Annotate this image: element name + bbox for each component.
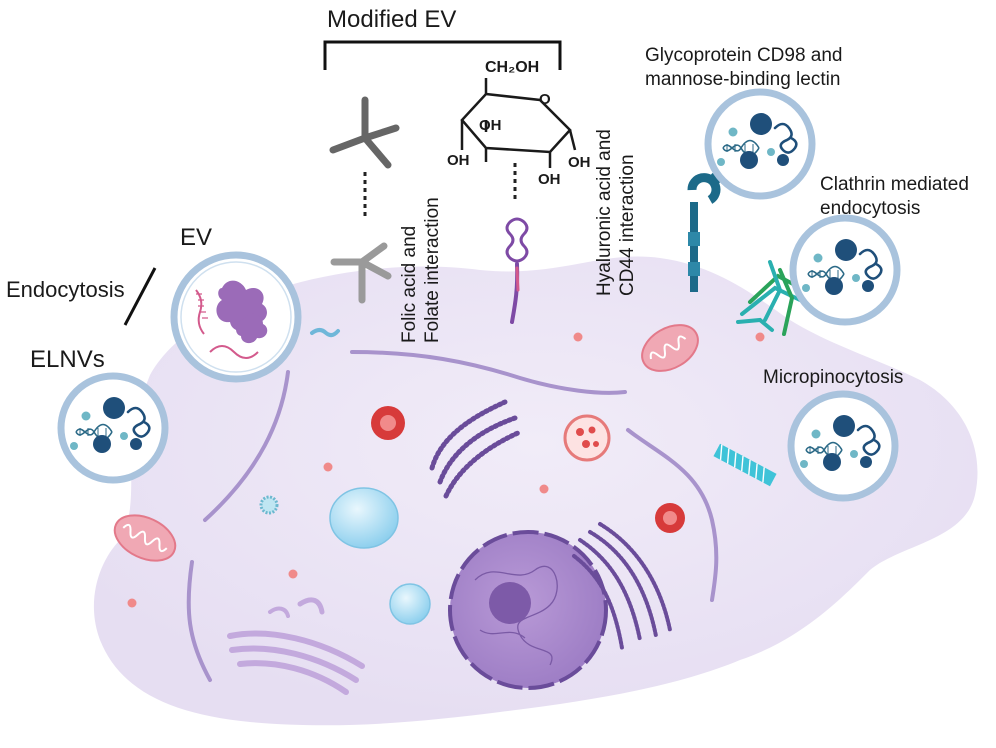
golgi-apparatus-center — [429, 399, 523, 499]
lysosome — [563, 414, 611, 462]
elnvs-vesicle — [57, 372, 169, 484]
endocytosis-divider — [123, 267, 157, 326]
glycoprotein-label-line2: mannose-binding lectin — [645, 69, 841, 90]
lipid-droplet-small — [389, 583, 431, 625]
micropinocytosis-label: Micropinocytosis — [763, 367, 904, 388]
lipid-droplet-large — [329, 487, 399, 549]
ch2oh-label: CH₂OH — [485, 59, 539, 76]
cell-body — [93, 256, 978, 726]
glycoprotein-label-line1: Glycoprotein CD98 and — [645, 45, 843, 66]
cytoskeleton-filament — [713, 443, 777, 487]
red-blood-cell-top — [371, 406, 405, 440]
cd98-vesicle — [704, 88, 816, 200]
folate-receptor-icon — [330, 242, 392, 304]
folic-acid-label: Folic acid and Folate interaction — [398, 197, 444, 343]
hyaluronic-acid-label-line2: CD44 interaction — [617, 154, 638, 296]
hyaluronic-acid-structure — [460, 78, 577, 168]
ev-vesicle — [170, 251, 302, 383]
folic-acid-label-line1: Folic acid and — [399, 225, 420, 343]
small-squiggle — [310, 328, 340, 338]
membrane-line-top — [350, 350, 627, 395]
clathrin-label-line1: Clathrin mediated — [820, 174, 969, 195]
mitochondrion-right — [641, 324, 699, 372]
folic-acid-ligand-icon — [329, 96, 400, 169]
ring-oxygen-label: O — [539, 91, 551, 108]
nucleus — [448, 530, 608, 690]
small-particles — [127, 332, 765, 608]
oh-label-3: OH — [568, 154, 591, 171]
micropinocytosis-vesicle — [787, 390, 899, 502]
glycoprotein-label: Glycoprotein CD98 and mannose-binding le… — [645, 44, 843, 92]
membrane-line-right — [626, 428, 719, 602]
red-blood-cell-right — [655, 503, 685, 533]
oh-label-4: OH — [538, 171, 561, 188]
oh-label-1: OH — [479, 117, 502, 134]
elnvs-label: ELNVs — [30, 346, 105, 373]
clathrin-label-line2: endocytosis — [820, 198, 921, 219]
hyaluronic-acid-label: Hyaluronic acid and CD44 interaction — [593, 129, 639, 296]
modified-ev-bracket — [323, 40, 562, 70]
membrane-line-lower-left — [186, 560, 212, 682]
membrane-line-left — [203, 370, 290, 522]
clathrin-label: Clathrin mediated endocytosis — [820, 173, 969, 221]
rough-er — [572, 522, 672, 650]
folic-acid-label-line2: Folate interaction — [422, 197, 443, 343]
small-vesicle — [259, 495, 279, 515]
hyaluronic-acid-label-line1: Hyaluronic acid and — [594, 129, 615, 296]
ev-label: EV — [180, 224, 213, 251]
modified-ev-label: Modified EV — [327, 6, 457, 33]
cd44-receptor-icon — [505, 217, 529, 324]
mitochondrion-left — [113, 514, 177, 562]
clathrin-vesicle — [789, 214, 901, 326]
golgi-apparatus-left — [227, 597, 365, 695]
oh-label-2: OH — [447, 152, 470, 169]
endocytosis-label: Endocytosis — [6, 277, 125, 302]
